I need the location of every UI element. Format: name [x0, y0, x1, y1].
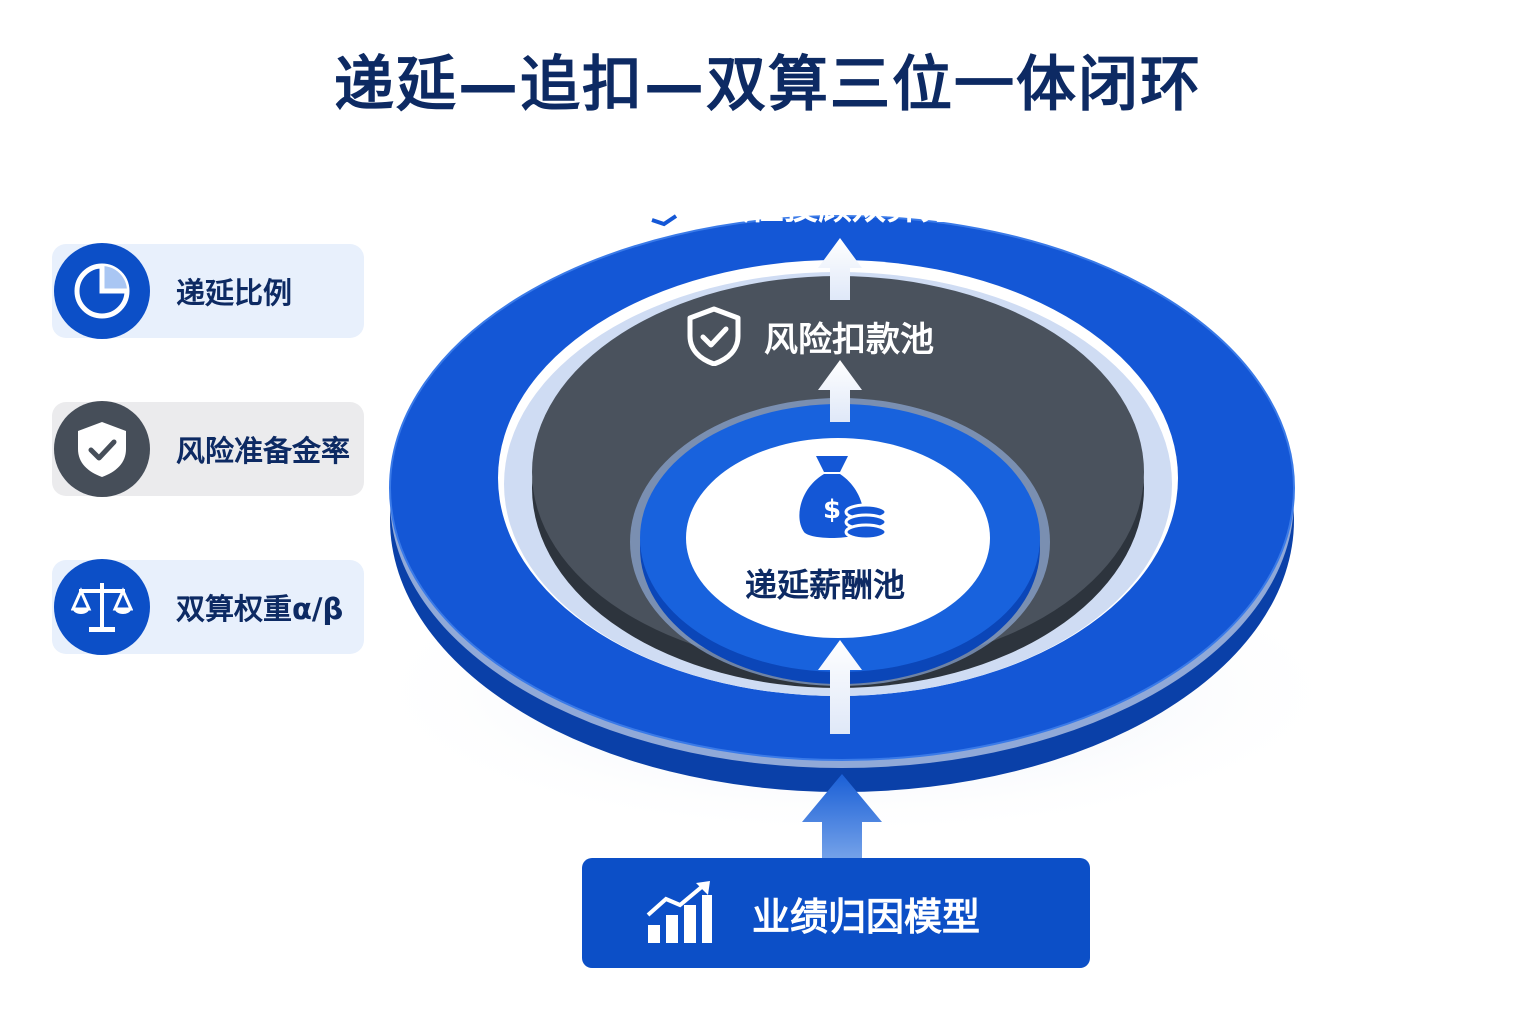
- outer-ring-text: 接任投顾双算分配: [716, 187, 988, 228]
- side-card-label: 风险准备金率: [176, 434, 351, 468]
- attribution-model-label: 业绩归因模型: [752, 894, 981, 939]
- pie-chart-icon: [74, 263, 130, 319]
- attribution-model-box: 业绩归因模型: [582, 858, 1090, 968]
- bar-chart-growth-icon: [646, 881, 712, 943]
- arrow-up-icon: [818, 238, 862, 300]
- badge: [54, 559, 150, 655]
- svg-text:$: $: [823, 495, 841, 525]
- arrow-up-icon: [818, 360, 862, 422]
- badge: [54, 243, 150, 339]
- outer-ring-label: 接任投顾双算分配: [630, 176, 988, 232]
- side-card-risk-reserve-rate: 风险准备金率: [52, 401, 364, 497]
- middle-ring-text: 风险扣款池: [764, 319, 934, 360]
- arrow-up-icon: [802, 774, 882, 864]
- shield-check-icon: [78, 422, 126, 477]
- arrow-up-icon: [818, 640, 862, 734]
- money-bag-icon: $: [799, 456, 888, 541]
- inner-core: [686, 438, 990, 638]
- page-title: 递延—追扣—双算三位一体闭环: [334, 50, 1202, 120]
- side-card-label: 递延比例: [176, 276, 293, 310]
- balance-scale-icon: [71, 583, 133, 632]
- side-card-label: 双算权重α/β: [176, 592, 344, 626]
- outer-ring-highlight: [389, 215, 1295, 761]
- shield-check-icon: [687, 306, 741, 366]
- advisors-icon: [630, 179, 690, 229]
- inner-icon-wrap: $: [790, 448, 890, 552]
- side-card-deferral-ratio: 递延比例: [52, 243, 364, 339]
- middle-ring-label: 风险扣款池: [686, 306, 934, 366]
- side-card-dual-weight: 双算权重α/β: [52, 559, 364, 655]
- badge: [54, 401, 150, 497]
- inner-ring-text: 递延薪酬池: [745, 566, 906, 604]
- inner-ring-label: 递延薪酬池: [745, 560, 905, 606]
